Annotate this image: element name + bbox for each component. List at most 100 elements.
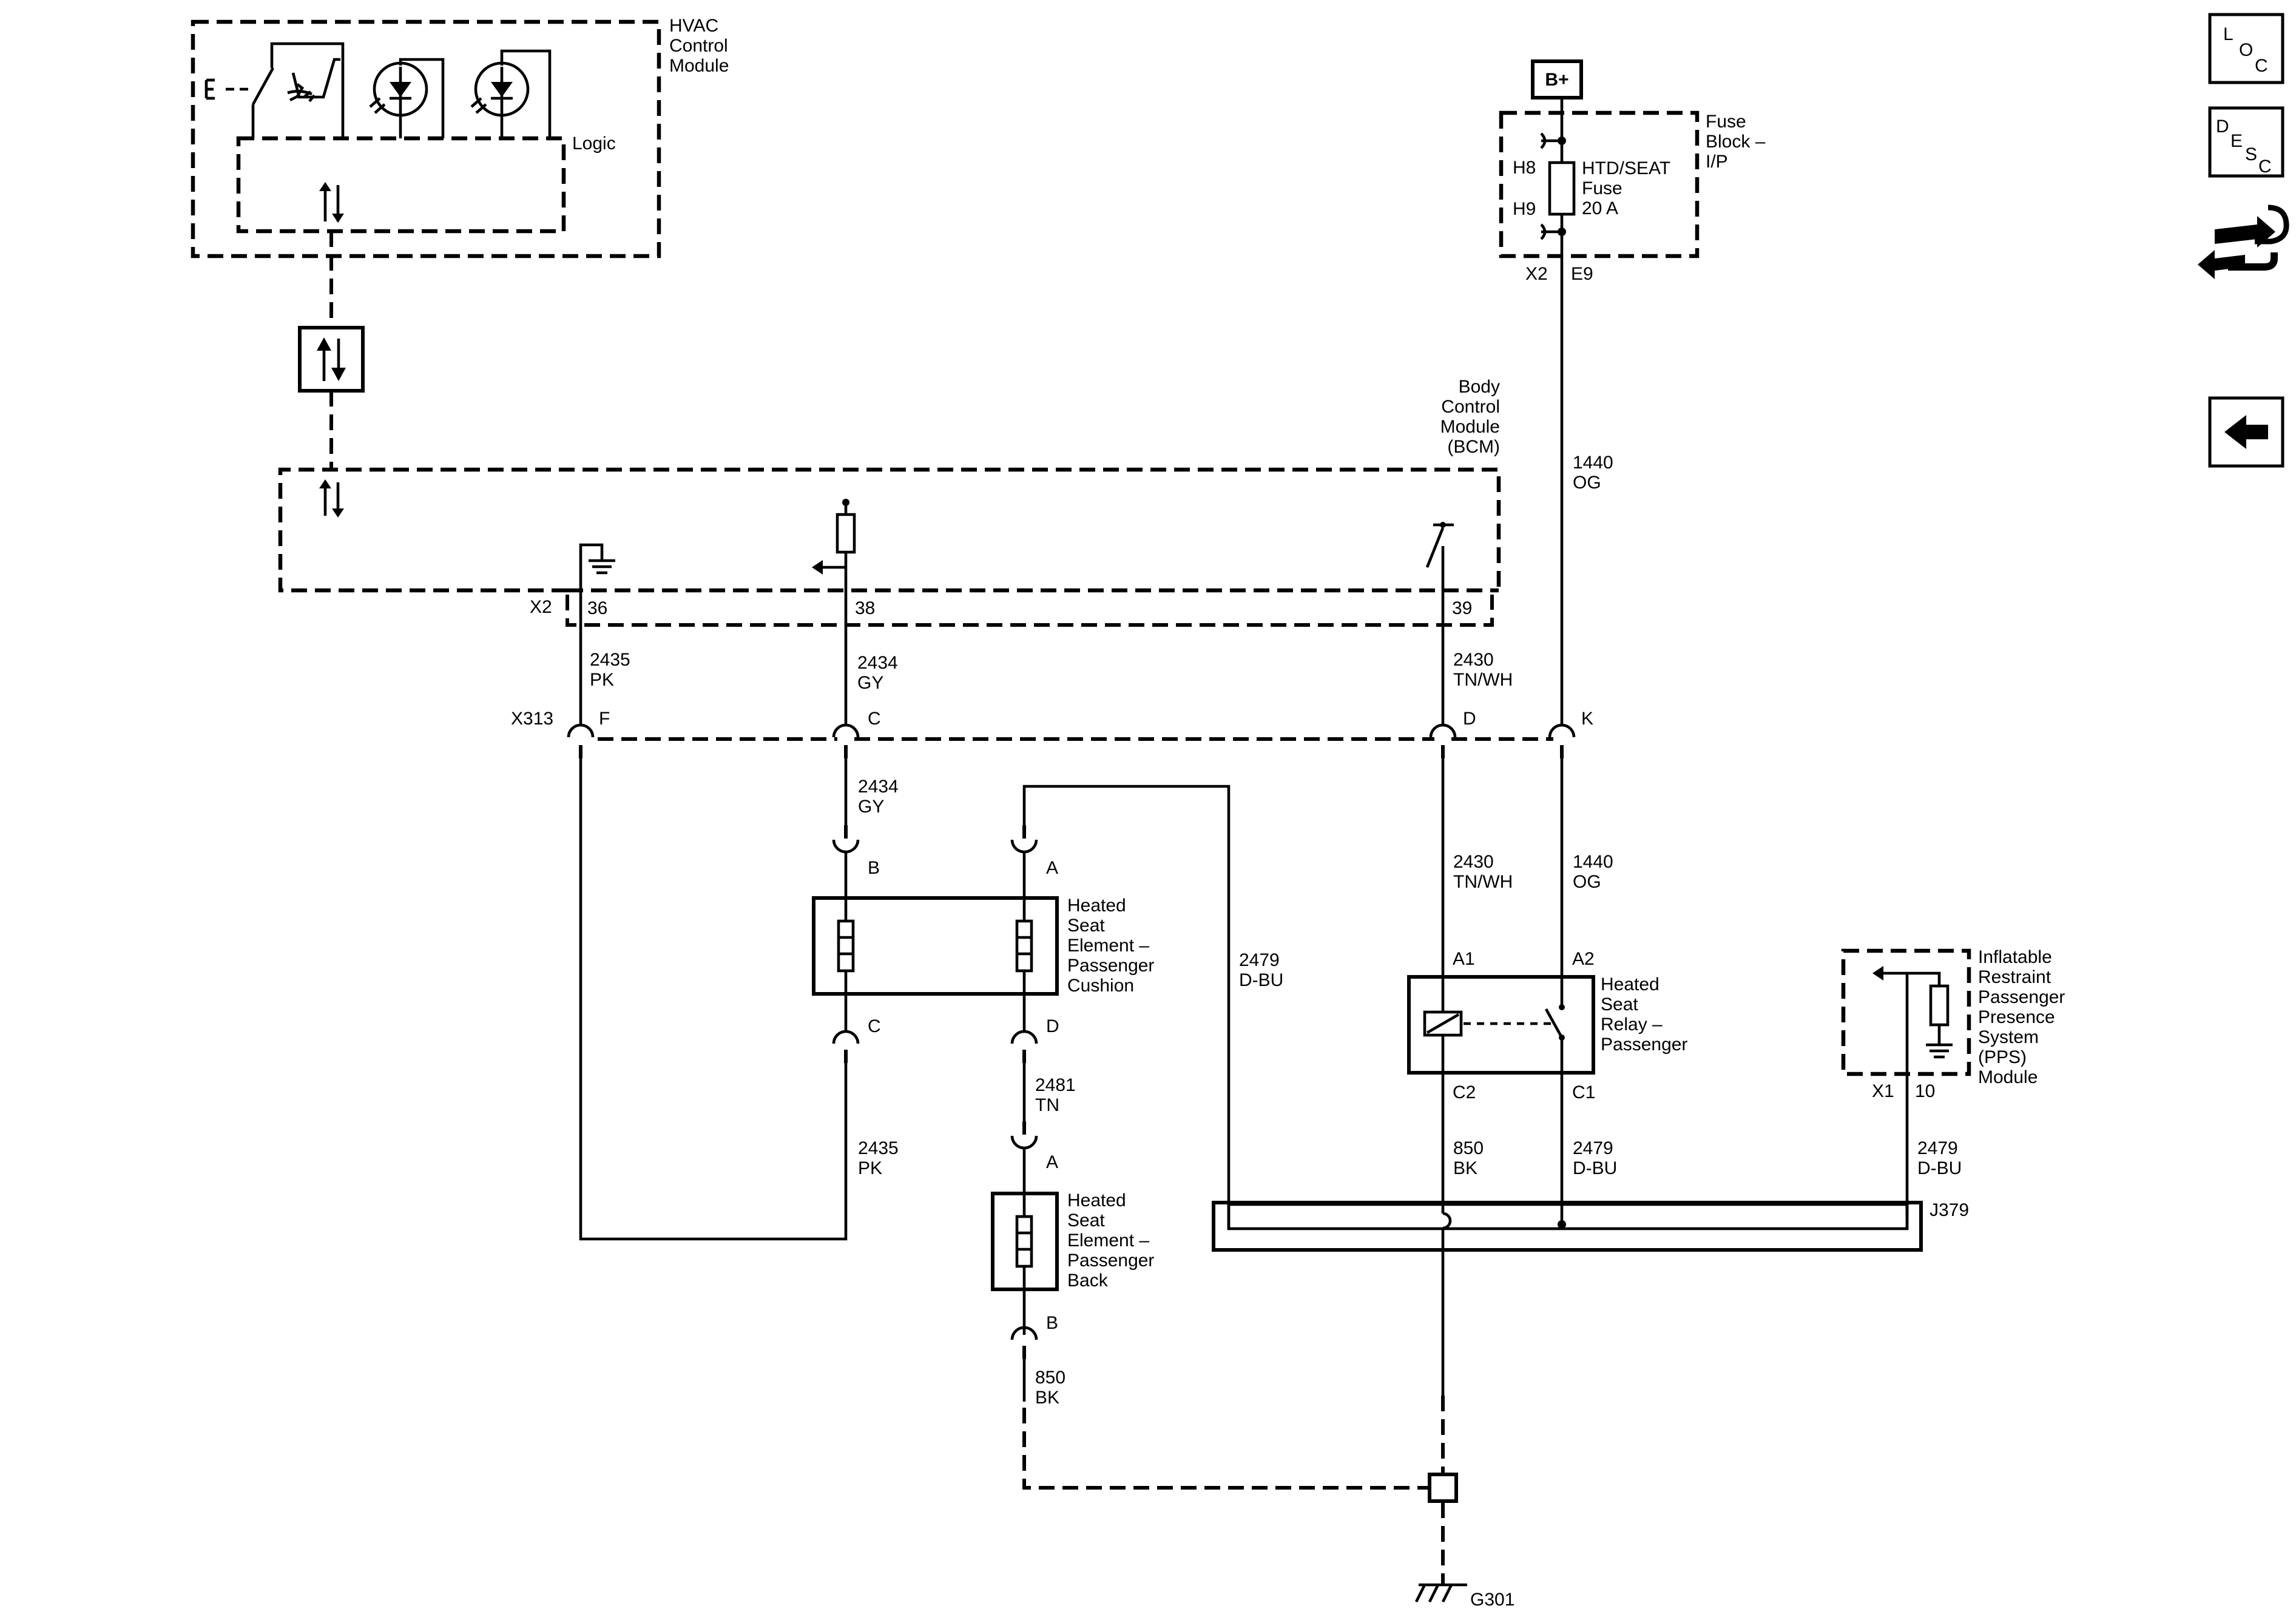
fuse-cavity-h8: H8 [1513,158,1536,178]
fuse-block-title-1: Fuse [1706,112,1746,132]
wire-850-relay-circuit: 850 [1453,1138,1484,1158]
back-pin-b: B [1046,1313,1058,1333]
back-title-3: Element – [1067,1230,1149,1251]
wire-1440-mid-circuit: 1440 [1573,852,1613,872]
back-title-1: Heated [1067,1190,1126,1210]
indicator-lamp-1-icon [369,58,445,138]
wire-2434-mid-color: GY [858,797,884,817]
fuse-rating: 20 A [1582,198,1618,218]
relay-title-3: Relay – [1601,1014,1663,1035]
fuse-name: HTD/SEAT [1582,158,1670,178]
cushion-pin-c: C [868,1016,881,1036]
cushion-title-1: Heated [1067,896,1126,916]
wire-1440-top-color: OG [1573,473,1601,493]
wire-2479-relay-circuit: 2479 [1573,1138,1613,1158]
bcm-pin-36: 36 [587,598,607,618]
splice-label: J379 [1930,1200,1969,1220]
x313-pin-d: D [1463,709,1476,729]
bcm-title-4: (BCM) [1447,437,1500,457]
wire-2479-pps-color: D-BU [1917,1158,1962,1178]
pps-title-1: Inflatable [1978,947,2052,967]
cushion-heater-icon [837,919,1033,973]
wire-2479-relay-color: D-BU [1573,1158,1617,1178]
wire-1440-top-circuit: 1440 [1573,453,1613,473]
back-heater-icon [1015,1215,1033,1268]
x313-pin-c: C [868,709,881,729]
cushion-title-4: Passenger [1067,956,1154,976]
bcm-serial-arrows-icon [319,479,344,518]
wire-2430-top-color: TN/WH [1453,670,1513,690]
fuse-cavity-h9: H9 [1513,199,1536,219]
relay-pin-c2: C2 [1453,1082,1476,1102]
x313-cavities-icon [567,723,1576,758]
ground-label: G301 [1470,1590,1514,1610]
cushion-title-2: Seat [1067,916,1105,936]
cushion-pin-a: A [1046,858,1058,878]
wire-2430-top-circuit: 2430 [1453,650,1494,670]
relay-contact-icon [1544,977,1565,1073]
seat-heat-switch-icon [204,42,345,138]
bcm-relay-driver-switch-icon [1425,522,1454,625]
pps-connector: X1 [1872,1081,1894,1101]
desc-letter-2: E [2230,131,2243,151]
pps-pin: 10 [1915,1081,1935,1101]
bcm-pin-38: 38 [855,598,875,618]
desc-button[interactable]: D E S C [2208,106,2284,178]
serial-data-arrows-icon [319,182,344,223]
wire-2435-top-circuit: 2435 [590,650,630,670]
body-control-module: Body Control Module (BCM) X2 36 38 39 [278,377,1501,627]
loc-button[interactable]: L O C [2208,13,2284,84]
x313-pin-f: F [599,709,610,729]
serial-data-link [298,231,365,470]
back-title-5: Back [1067,1271,1109,1291]
wire-2479-left-circuit: 2479 [1239,950,1280,970]
relay-pin-a1: A1 [1453,949,1475,969]
relay-title-4: Passenger [1601,1035,1687,1055]
fuse-block-connector: X2 [1525,264,1548,284]
pps-title-6: (PPS) [1978,1047,2027,1067]
relay-pin-c1: C1 [1572,1082,1595,1102]
pps-title-5: System [1978,1027,2039,1047]
connector-end-view-icon[interactable] [2198,204,2289,279]
desc-letter-3: S [2245,144,2257,164]
desc-letter-1: D [2216,116,2229,137]
wire-2481-circuit: 2481 [1035,1075,1076,1095]
wire-2435-low-circuit: 2435 [858,1138,899,1158]
wire-2434-top-circuit: 2434 [857,653,898,673]
relay-pin-a2: A2 [1572,949,1595,969]
wire-2479-left-color: D-BU [1239,970,1283,990]
pps-title-4: Presence [1978,1007,2055,1027]
x313-pin-k: K [1581,709,1593,729]
cushion-title-5: Cushion [1067,976,1134,996]
loc-letter-1: L [2223,24,2234,44]
cushion-pin-d: D [1046,1016,1059,1036]
back-title-4: Passenger [1067,1251,1154,1271]
wire-2435-low-color: PK [858,1158,882,1178]
back-arrow-button[interactable] [2208,396,2284,468]
hvac-logic-label: Logic [572,133,616,154]
wire-2479-pps-circuit: 2479 [1917,1138,1958,1158]
back-pin-a: A [1046,1152,1058,1172]
heated-seat-element-back: A Heated Seat Element – Passenger Back B [991,1121,1154,1359]
pps-title-2: Restraint [1978,967,2051,987]
wire-850-back-color: BK [1035,1388,1059,1408]
fuse-word: Fuse [1582,178,1622,198]
bcm-pullup-resistor-icon [812,499,856,625]
pps-input-icon [1872,966,1953,1074]
hvac-title-1: HVAC [669,16,718,36]
heated-seat-element-cushion: B A Heated Seat Element – Passenger Cush… [812,825,1154,1063]
bcm-connector-label: X2 [530,597,552,617]
pps-title-7: Module [1978,1067,2038,1087]
loc-letter-3: C [2255,56,2268,76]
fuse-block-title-3: I/P [1706,152,1728,172]
cushion-title-3: Element – [1067,936,1149,956]
bcm-title-1: Body [1459,377,1500,397]
chassis-ground-icon [1414,1583,1467,1603]
back-arrow-icon [2224,415,2268,449]
wire-2435-top-color: PK [590,670,614,690]
fuse-block-pin: E9 [1571,264,1593,284]
wire-2430-mid-circuit: 2430 [1453,852,1494,872]
bcm-pin-39: 39 [1452,598,1472,618]
back-title-2: Seat [1067,1210,1105,1230]
